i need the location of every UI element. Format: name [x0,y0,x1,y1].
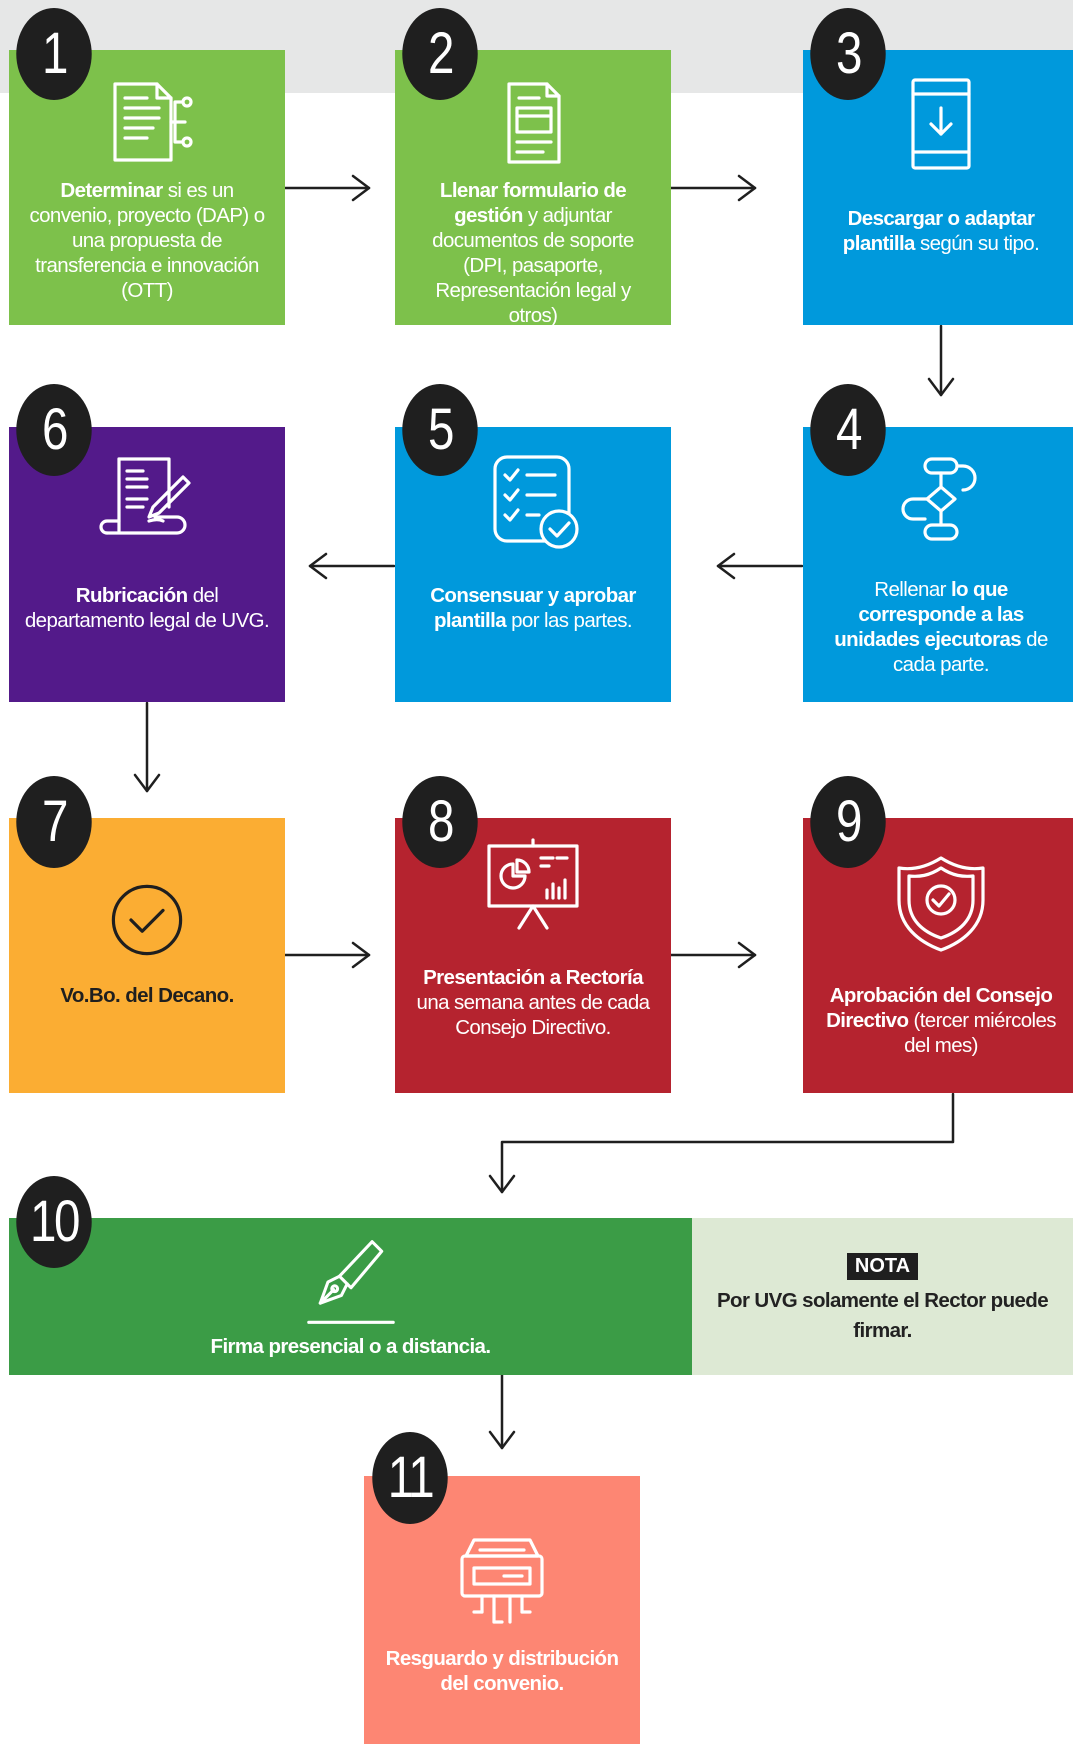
form-document-icon [507,82,561,164]
step-8-text: Presentación a Rectoría una semana antes… [416,966,651,1039]
arrow-7-8 [283,941,371,969]
step-5-card: Consensuar y aprobar plantilla por las p… [395,427,671,702]
shield-check-icon [897,856,985,952]
fountain-pen-icon [307,1240,395,1324]
step-9-text: Aprobación del Consejo Directivo (tercer… [826,984,1056,1057]
check-circle-icon [111,884,183,956]
archive-tray-icon [460,1538,544,1624]
step-10-text: Firma presencial o a distancia. [210,1335,492,1358]
step-5-number: 5 [402,384,478,476]
step-9-number: 9 [810,776,886,868]
arrow-8-9 [669,941,757,969]
arrow-6-7 [133,701,161,793]
step-8-card: Presentación a Rectoría una semana antes… [395,818,671,1093]
step-6-card: Rubricación del departamento legal de UV… [9,427,285,702]
checklist-icon [493,455,579,549]
document-network-icon [113,82,193,162]
step-2-card: Llenar formulario de gestión y adjuntar … [395,50,671,327]
step-6-number: 6 [16,384,92,476]
step-3-card: Descargar o adaptar plantilla según su t… [803,50,1073,325]
arrow-9-10 [488,1092,955,1194]
step-4-number: 4 [810,384,886,476]
step-11-number: 11 [372,1432,448,1524]
step-5-text: Consensuar y aprobar plantilla por las p… [430,584,636,632]
step-2-text: Llenar formulario de gestión y adjuntar … [432,179,634,327]
step-11-text: Resguardo y distribución del convenio. [385,1647,619,1695]
step-7-text: Vo.Bo. del Decano. [60,984,234,1007]
presentation-board-icon [487,838,579,930]
step-8-number: 8 [402,776,478,868]
step-4-text: Rellenar lo que corresponde a las unidad… [834,578,1048,676]
note-box: NOTA Por UVG solamente el Rector puede f… [692,1218,1073,1375]
step-6-text: Rubricación del departamento legal de UV… [24,584,270,632]
step-3-text: Descargar o adaptar plantilla según su t… [842,207,1040,255]
mobile-download-icon [911,78,971,170]
note-tag: NOTA [846,1253,919,1280]
step-2-number: 2 [402,8,478,100]
arrow-4-5 [716,552,804,580]
contract-signing-icon [99,457,191,535]
arrow-10-11 [488,1373,516,1450]
note-text: Por UVG solamente el Rector puede firmar… [716,1289,1049,1342]
step-11-card: Resguardo y distribución del convenio. [364,1476,640,1744]
arrow-5-6 [308,552,396,580]
arrow-3-4 [927,324,955,397]
step-3-number: 3 [810,8,886,100]
step-9-card: Aprobación del Consejo Directivo (tercer… [803,818,1073,1093]
step-10-card: Firma presencial o a distancia. [9,1218,692,1375]
flowchart-icon [901,457,977,541]
step-1-text: Determinar si es un convenio, proyecto (… [29,179,265,302]
step-1-number: 1 [16,8,92,100]
arrow-1-2 [283,174,371,202]
step-10-number: 10 [16,1176,92,1268]
step-7-number: 7 [16,776,92,868]
arrow-2-3 [669,174,757,202]
